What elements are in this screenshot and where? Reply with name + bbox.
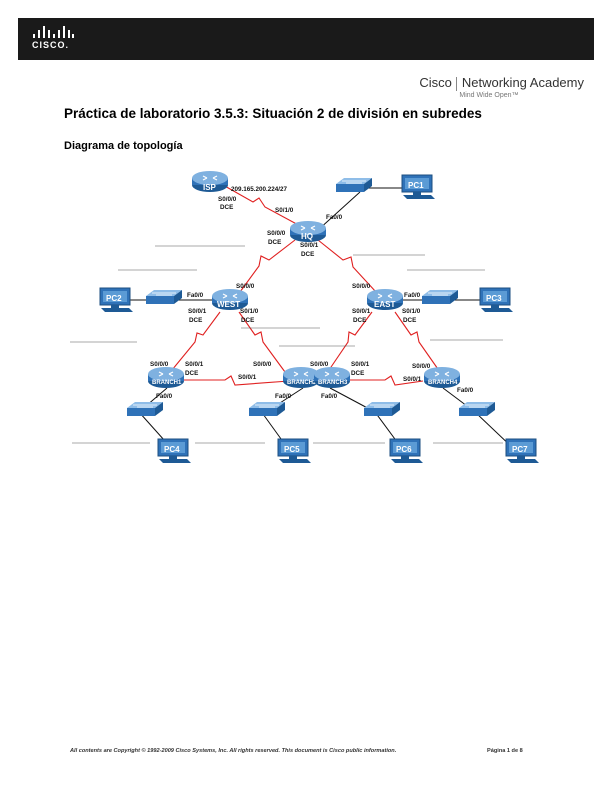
label-b3-dce: DCE [351,370,364,377]
document-title: Práctica de laboratorio 3.5.3: Situación… [64,106,482,121]
label-b1-fa: Fa0/0 [156,393,173,400]
device-label-branch4: BRANCH4 [428,380,458,386]
section-heading: Diagrama de topología [64,140,183,152]
label-b3-s000: S0/0/0 [310,361,329,368]
network-lines [70,245,503,444]
device-label-pc5: PC5 [284,445,300,454]
label-east-fa: Fa0/0 [404,292,421,299]
label-west-dce2: DCE [241,317,254,324]
label-b2-fa: Fa0/0 [275,393,292,400]
switch-b1-icon [126,401,164,417]
label-west-s001: S0/0/1 [188,308,207,315]
label-hq-s000: S0/0/0 [267,230,286,237]
academy-brand: Cisco Networking Academy Mind Wide Open™ [419,75,584,99]
device-label-branch2: BRANCH2 [287,380,317,386]
footer-copyright: All contents are Copyright © 1992-2009 C… [70,748,397,754]
label-east-s000: S0/0/0 [352,283,371,290]
link-east-b3 [328,311,373,371]
label-isp-net: 209.165.200.224/27 [231,186,288,193]
label-west-s000: S0/0/0 [236,283,255,290]
link-b1-b2 [179,375,290,386]
cisco-bars-icon [33,26,74,38]
label-isp-dce: DCE [220,204,233,211]
cisco-logo-text: CISCO. [32,40,70,50]
label-west-s010: S0/1/0 [240,308,259,315]
device-label-west: WEST [217,300,240,309]
device-label-east: EAST [374,300,395,309]
link-hq-switch1 [317,191,361,231]
academy-divider [455,76,457,91]
label-isp-if: S0/0/0 [218,196,237,203]
serial-links [171,184,441,386]
label-hq-fa: Fa0/0 [326,214,343,221]
label-b4-s001: S0/0/1 [403,376,422,383]
label-east-s010: S0/1/0 [402,308,421,315]
device-label-branch1: BRANCH1 [152,380,182,386]
label-east-s001: S0/0/1 [352,308,371,315]
device-label-hq: HQ [301,232,313,241]
link-hq-west [239,239,296,293]
label-east-dce2: DCE [403,317,416,324]
label-b2-s001: S0/0/1 [238,374,257,381]
label-b3-s001: S0/0/1 [351,361,370,368]
switch-east-icon [421,289,459,305]
academy-cisco: Cisco [419,75,452,90]
device-label-isp: ISP [203,183,217,192]
link-isp-hq [222,184,305,229]
label-west-dce1: DCE [189,317,202,324]
switch-hq-icon [335,177,373,193]
label-b1-s001: S0/0/1 [185,361,204,368]
switch-west-icon [145,289,183,305]
device-label-pc2: PC2 [106,294,122,303]
label-b1-dce: DCE [185,370,198,377]
footer-page-number: Página 1 de 8 [487,748,523,754]
link-east-b4 [394,311,441,373]
switch-b4-icon [458,401,496,417]
device-label-pc7: PC7 [512,445,528,454]
header-bar: CISCO. [18,18,594,60]
device-label-pc1: PC1 [408,181,424,190]
link-hq-east [317,239,377,293]
link-west-b2 [238,311,286,373]
label-hq-dce2: DCE [301,251,314,258]
topology-diagram: ISP HQ WEST EAST BRANCH1 BRANCH2 BRANCH3… [70,170,540,464]
cisco-logo: CISCO. [32,26,74,56]
label-hq-s001: S0/0/1 [300,242,319,249]
label-hq-dce1: DCE [268,239,281,246]
device-label-pc4: PC4 [164,445,180,454]
device-label-pc3: PC3 [486,294,502,303]
label-west-fa: Fa0/0 [187,292,204,299]
label-east-dce1: DCE [353,317,366,324]
label-b3-fa: Fa0/0 [321,393,338,400]
label-hq-s110: S0/1/0 [275,207,294,214]
academy-tagline: Mind Wide Open™ [459,91,519,99]
label-b4-s000: S0/0/0 [412,363,431,370]
label-b4-fa: Fa0/0 [457,387,474,394]
device-label-pc6: PC6 [396,445,412,454]
label-b2-s000: S0/0/0 [253,361,272,368]
link-west-b1 [171,311,221,371]
label-b1-s000: S0/0/0 [150,361,169,368]
device-label-branch3: BRANCH3 [318,380,348,386]
link-b3-b4 [337,375,424,386]
academy-name: Networking Academy [461,75,584,90]
switch-b2-icon [248,401,286,417]
switch-b3-icon [363,401,401,417]
